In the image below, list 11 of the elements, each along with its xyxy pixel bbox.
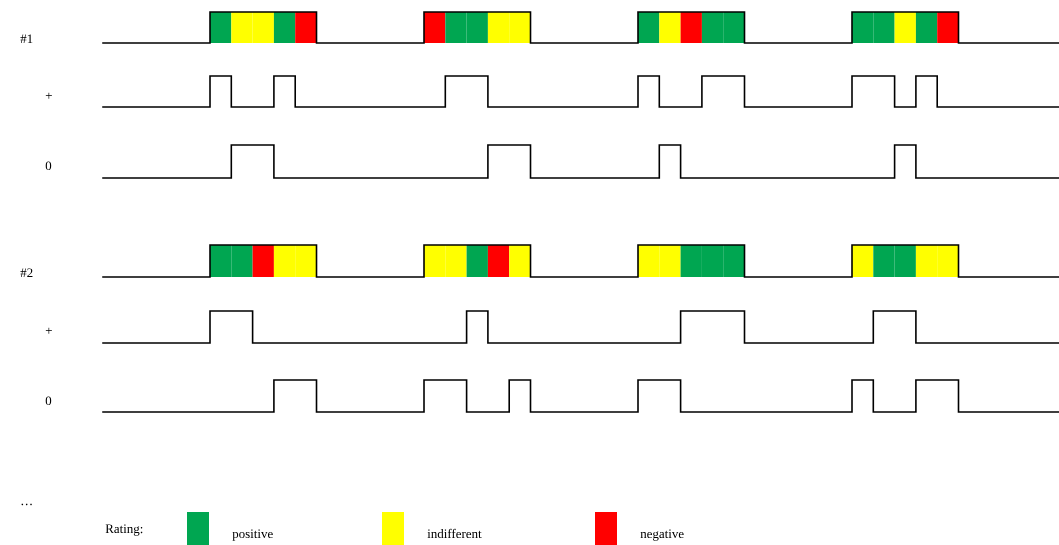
level-label: 0 <box>45 161 52 171</box>
legend-label: positive <box>232 529 273 541</box>
row-label: #2 <box>20 268 33 277</box>
row-label: #1 <box>20 34 33 43</box>
legend-label: negative <box>640 529 684 541</box>
legend-label: indifferent <box>427 528 482 539</box>
level-label: + <box>45 327 52 334</box>
level-label: 0 <box>45 396 52 406</box>
level-label: + <box>45 92 52 99</box>
ellipsis: … <box>21 503 32 506</box>
legend-title: Rating: <box>105 524 143 536</box>
